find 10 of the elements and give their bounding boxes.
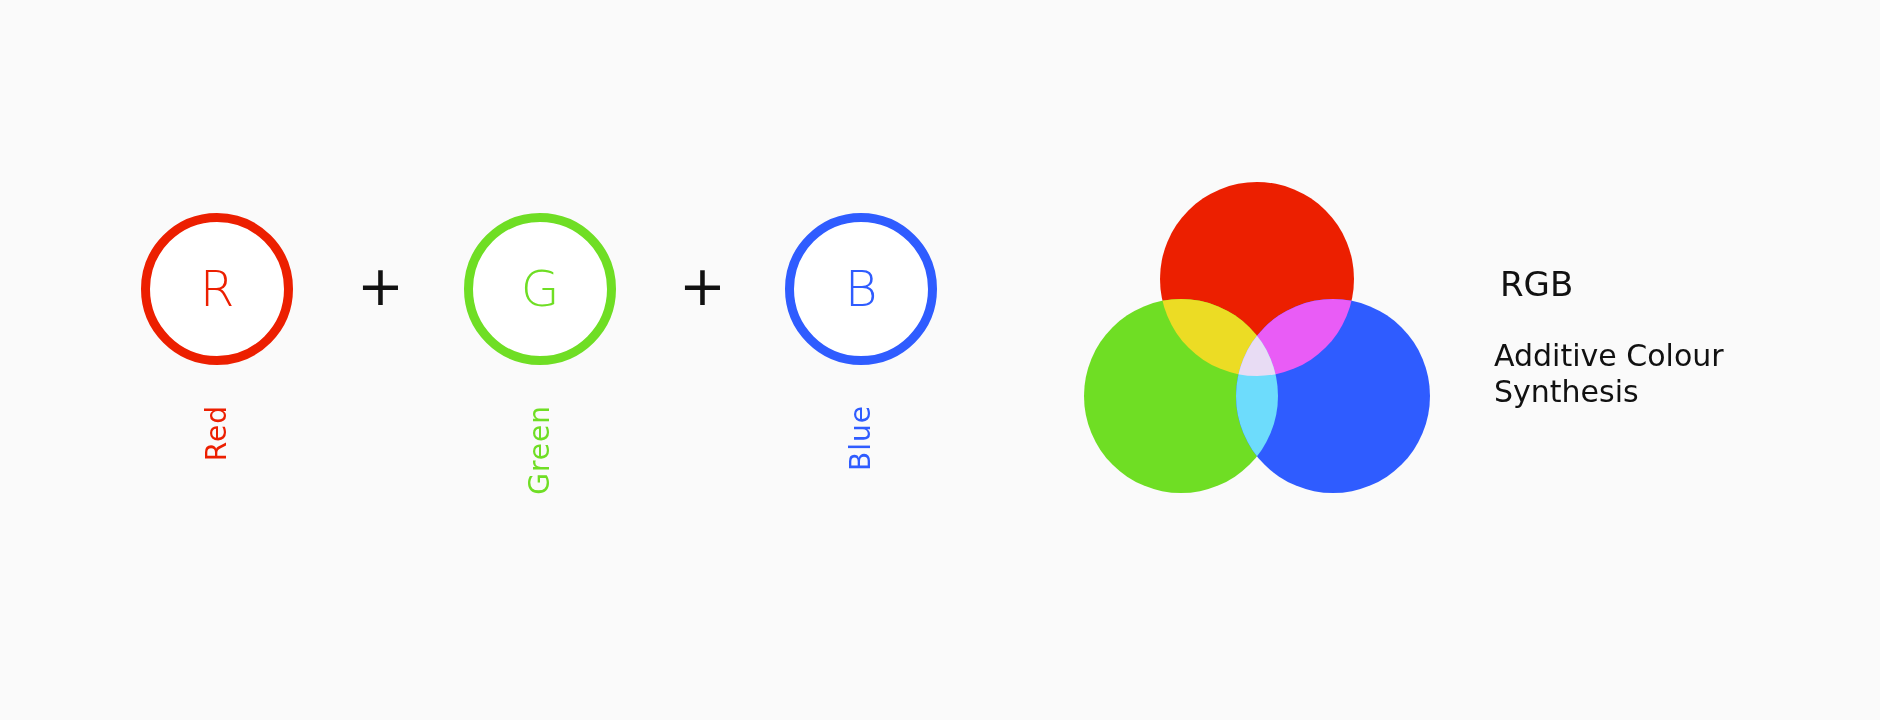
circle-letter: R — [199, 264, 235, 314]
subtitle: Additive Colour Synthesis — [1494, 338, 1725, 410]
color-name: Blue — [847, 405, 875, 471]
plus-sign: + — [679, 252, 726, 320]
circle-letter: G — [520, 264, 560, 314]
color-name: Red — [203, 405, 231, 462]
heading: RGB — [1500, 264, 1574, 305]
plus-sign: + — [357, 252, 404, 320]
color-name: Green — [526, 405, 554, 495]
circle-letter: B — [844, 264, 878, 314]
